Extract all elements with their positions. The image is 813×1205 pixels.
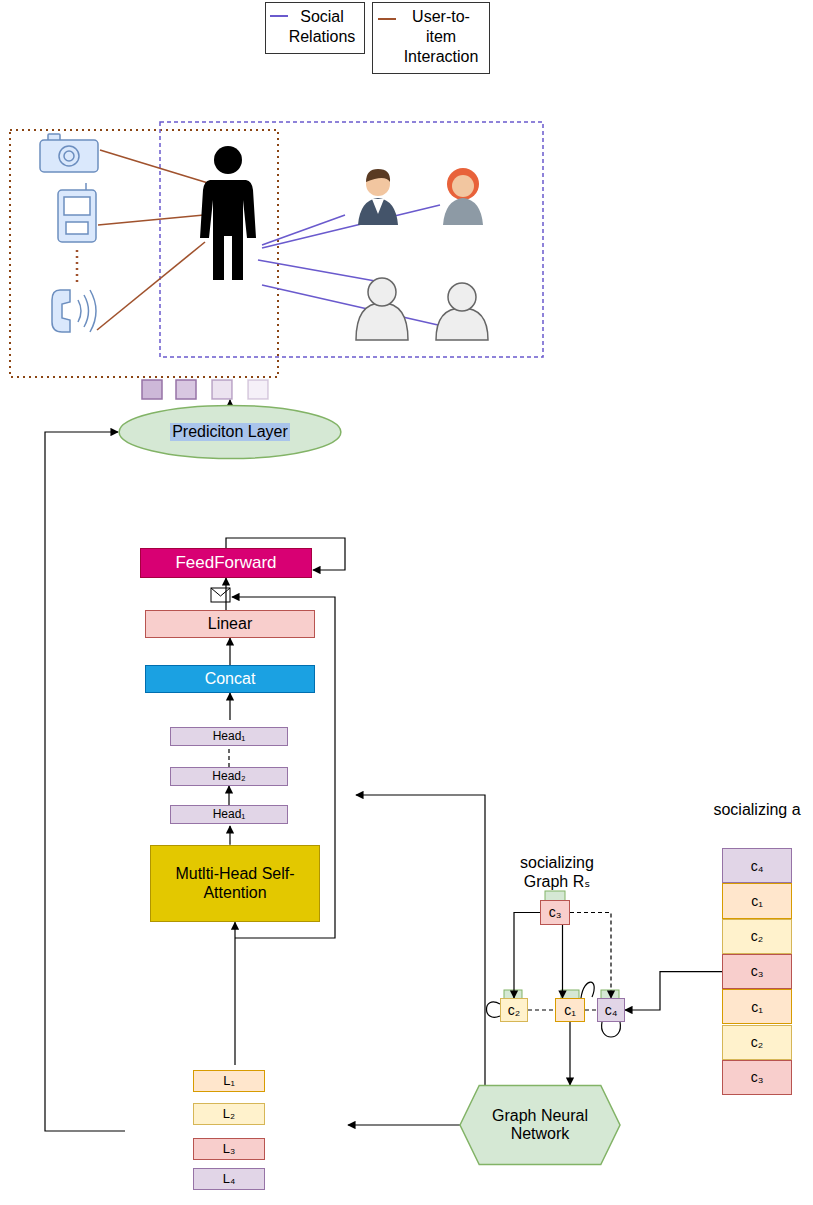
connector: [234, 922, 235, 1065]
node-text: L₄: [223, 1172, 236, 1187]
node-text: c₃: [751, 1069, 764, 1085]
node-text: c₁: [751, 893, 763, 909]
embedding-ellipse: L₁ L₂ L₃ L₄: [125, 1065, 349, 1197]
array-cell: c₄: [722, 848, 792, 883]
envelope-symbol: [211, 588, 230, 602]
connector: [514, 913, 540, 999]
node-text: c₄: [605, 1002, 618, 1018]
linear-box: Linear: [145, 610, 315, 638]
connector: [228, 746, 229, 767]
node-text: Graph Neural Network: [484, 1107, 596, 1144]
connector: [528, 1009, 555, 1010]
graph-node: c₂: [500, 998, 528, 1022]
node-text: FeedForward: [175, 553, 276, 573]
head-box: Head₂: [170, 767, 288, 786]
connector: [229, 826, 230, 845]
attention-box: Mutlti-Head Self-Attention: [150, 845, 320, 923]
connector: [45, 432, 125, 1131]
node-text: Mutlti-Head Self-Attention: [160, 865, 310, 902]
legend-swatch: [270, 13, 288, 19]
node-text: c₂: [751, 928, 763, 944]
user-figure: [200, 146, 256, 280]
connector: [570, 913, 611, 999]
node-text: Head₂: [212, 770, 245, 784]
prediction-layer: Prediciton Layer: [118, 405, 342, 459]
legend-box: Social Relations: [265, 2, 365, 54]
array-cell: c₂: [722, 919, 792, 954]
node-text: c₄: [751, 858, 764, 874]
array-box: socializing ac₄c₁c₂c₃c₁c₂c₃: [722, 848, 792, 1095]
interaction-lines: [77, 150, 208, 330]
connector: [348, 1124, 460, 1125]
node-text: Linear: [208, 615, 252, 633]
graph-node: c₃: [540, 900, 570, 925]
array-cell: c₁: [722, 989, 792, 1024]
legend-box: User-to-item Interaction: [372, 2, 490, 74]
heads-box: Head₁ Head₂ Head₁: [145, 720, 315, 826]
social-region: [160, 122, 543, 357]
transformer-block: FeedForwardLinearConcatHead₁ Head₂ Head₁ Mu…: [113, 518, 356, 926]
graph-node: c₁: [555, 998, 585, 1022]
node-text: Concat: [205, 670, 256, 688]
camera-icon: [40, 134, 98, 172]
node-text: c₂: [751, 1034, 763, 1050]
feedforward-box: FeedForward: [140, 548, 312, 578]
graph-label: socializing Graph Rₛ: [505, 853, 609, 891]
array-cell: c₃: [722, 1060, 792, 1095]
connector: [569, 1022, 570, 1085]
connector: [229, 638, 230, 665]
connector: [585, 1009, 597, 1010]
legend-text: Social Relations: [286, 7, 358, 47]
node-text: c₁: [564, 1002, 576, 1018]
node-text: Prediciton Layer: [170, 423, 290, 441]
connector: [356, 795, 485, 1086]
node-text: Head₁: [213, 808, 246, 822]
connector: [625, 972, 722, 1010]
output-squares: [142, 380, 268, 399]
friend-icon: [356, 278, 488, 340]
handset-icon: [52, 290, 96, 332]
legend-swatch: [378, 16, 396, 22]
node-text: L₂: [223, 1107, 235, 1122]
gnn-hexagon: Graph Neural Network: [460, 1085, 620, 1165]
connector: [225, 578, 226, 610]
array-cell: c₁: [722, 883, 792, 918]
node-text: L₃: [223, 1142, 236, 1157]
array-cell: c₃: [722, 954, 792, 989]
node-text: c₂: [508, 1002, 520, 1018]
node-text: c₃: [549, 904, 562, 920]
concat-box: Concat: [145, 665, 315, 693]
node-text: c₃: [751, 963, 764, 979]
embedding-box: L₃: [193, 1138, 265, 1160]
friend-icon: [443, 168, 483, 225]
head-box: Head₁: [170, 727, 288, 746]
friend-icon: [358, 169, 398, 225]
graph-node: c₄: [597, 998, 625, 1022]
array-cell: c₂: [722, 1025, 792, 1060]
array-heading: socializing a: [713, 800, 801, 819]
embedding-box: L₂: [193, 1103, 265, 1125]
interaction-region: [10, 130, 278, 377]
head-box: Head₁: [170, 805, 288, 824]
connector: [562, 925, 563, 998]
node-text: Head₁: [213, 730, 246, 744]
phone-icon: [58, 183, 96, 242]
graph-node-shadow: [504, 891, 619, 1001]
legend-text: User-to-item Interaction: [399, 7, 483, 67]
node-text: c₁: [751, 999, 763, 1015]
node-text: L₁: [223, 1074, 235, 1089]
connector: [228, 786, 229, 805]
connector: [229, 693, 230, 720]
embedding-box: L₄: [193, 1168, 265, 1190]
embedding-box: L₁: [193, 1070, 265, 1092]
